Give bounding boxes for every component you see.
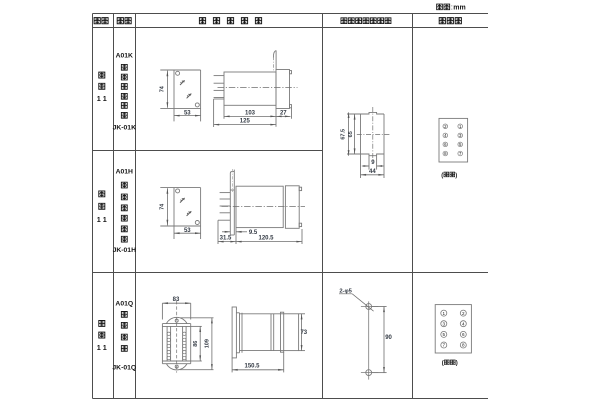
svg-text:JK-01H: JK-01H bbox=[113, 247, 137, 254]
svg-text:A01H: A01H bbox=[116, 169, 133, 176]
svg-text:1: 1 bbox=[459, 124, 462, 129]
svg-text:31.5: 31.5 bbox=[220, 236, 232, 242]
svg-text:A01K: A01K bbox=[116, 53, 133, 60]
svg-text:120.5: 120.5 bbox=[258, 236, 274, 242]
svg-text:): ) bbox=[456, 361, 458, 367]
svg-text:150.5: 150.5 bbox=[244, 364, 260, 370]
svg-text:2-φ5: 2-φ5 bbox=[339, 288, 352, 294]
svg-text:103: 103 bbox=[245, 110, 256, 116]
svg-text:(: ( bbox=[441, 173, 443, 179]
svg-text:2: 2 bbox=[444, 124, 447, 129]
svg-text:44: 44 bbox=[369, 169, 376, 175]
svg-text:9: 9 bbox=[371, 160, 375, 166]
svg-text:1 1: 1 1 bbox=[97, 343, 107, 352]
svg-text:73: 73 bbox=[300, 330, 307, 336]
svg-text:53: 53 bbox=[184, 228, 191, 234]
svg-text:67.5: 67.5 bbox=[340, 129, 346, 140]
svg-text:27: 27 bbox=[280, 110, 287, 116]
svg-text:1 1: 1 1 bbox=[97, 94, 107, 103]
svg-text:6: 6 bbox=[444, 142, 447, 147]
svg-text:3: 3 bbox=[459, 133, 462, 138]
svg-text:53: 53 bbox=[184, 110, 191, 116]
svg-text:mm: mm bbox=[453, 4, 465, 11]
svg-text:JK-01Q: JK-01Q bbox=[112, 365, 136, 372]
svg-text:5: 5 bbox=[443, 332, 446, 337]
svg-text:83: 83 bbox=[173, 297, 180, 303]
svg-text:7: 7 bbox=[459, 151, 462, 156]
svg-text:A01Q: A01Q bbox=[115, 300, 133, 307]
svg-text:3: 3 bbox=[443, 321, 446, 326]
svg-text:6: 6 bbox=[462, 332, 465, 337]
svg-text:74: 74 bbox=[159, 85, 165, 92]
svg-text:2: 2 bbox=[462, 311, 465, 316]
svg-text:): ) bbox=[455, 173, 457, 179]
svg-text:9.5: 9.5 bbox=[249, 230, 258, 236]
svg-text:8: 8 bbox=[444, 151, 447, 156]
svg-text:1 1: 1 1 bbox=[97, 215, 107, 224]
svg-text:7: 7 bbox=[443, 343, 446, 348]
svg-text:90: 90 bbox=[385, 335, 392, 341]
svg-text:125: 125 bbox=[240, 119, 251, 125]
svg-text:4: 4 bbox=[444, 133, 447, 138]
svg-text:1: 1 bbox=[443, 311, 446, 316]
svg-text:4: 4 bbox=[462, 321, 465, 326]
svg-text:65: 65 bbox=[348, 131, 354, 137]
svg-text:8: 8 bbox=[462, 343, 465, 348]
svg-text:109: 109 bbox=[205, 339, 211, 348]
svg-text:JK-01K: JK-01K bbox=[113, 125, 137, 132]
svg-text:74: 74 bbox=[159, 203, 165, 210]
svg-text::: : bbox=[451, 4, 453, 11]
svg-text:5: 5 bbox=[459, 142, 462, 147]
svg-text:86: 86 bbox=[193, 341, 199, 347]
svg-text:(: ( bbox=[442, 361, 444, 367]
